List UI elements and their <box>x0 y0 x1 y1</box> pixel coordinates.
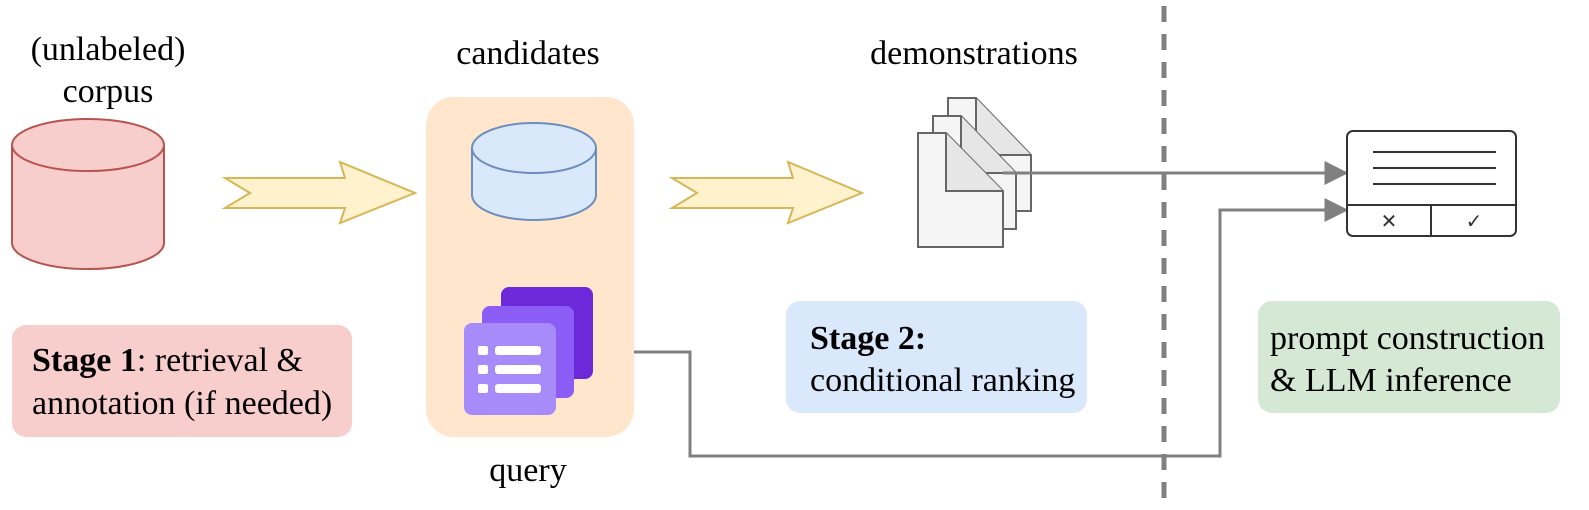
demonstrations-documents-icon <box>917 97 1032 248</box>
candidates-database-icon <box>471 122 597 221</box>
stage3-line2: & LLM inference <box>1270 362 1512 399</box>
accept-icon: ✓ <box>1466 209 1483 233</box>
query-document-icon <box>464 287 593 415</box>
stage2-desc: conditional ranking <box>810 362 1075 399</box>
candidates-label: candidates <box>456 35 600 72</box>
stage2-title: Stage 2: <box>810 320 926 357</box>
stage1-line2: annotation (if needed) <box>32 385 332 422</box>
stage1-box <box>12 325 352 437</box>
stage1-title: Stage 1 <box>32 342 137 379</box>
arrow-corpus-to-candidates <box>221 160 418 225</box>
prompt-card-icon <box>1346 130 1517 237</box>
corpus-label-line1: (unlabeled) <box>31 31 186 68</box>
stage1-desc: : retrieval & <box>137 342 303 379</box>
stage3-line1: prompt construction <box>1270 320 1545 357</box>
query-label: query <box>489 452 566 489</box>
corpus-database-icon <box>11 118 165 270</box>
demonstrations-label: demonstrations <box>870 35 1078 72</box>
stage3-box <box>1258 301 1560 413</box>
stage1-line1: Stage 1: retrieval & <box>32 342 303 379</box>
stage2-box <box>786 301 1087 413</box>
reject-icon: ✕ <box>1381 209 1398 233</box>
query-connector <box>634 198 1349 458</box>
corpus-label-line2: corpus <box>63 73 154 110</box>
arrow-candidates-to-demonstrations <box>668 160 865 225</box>
